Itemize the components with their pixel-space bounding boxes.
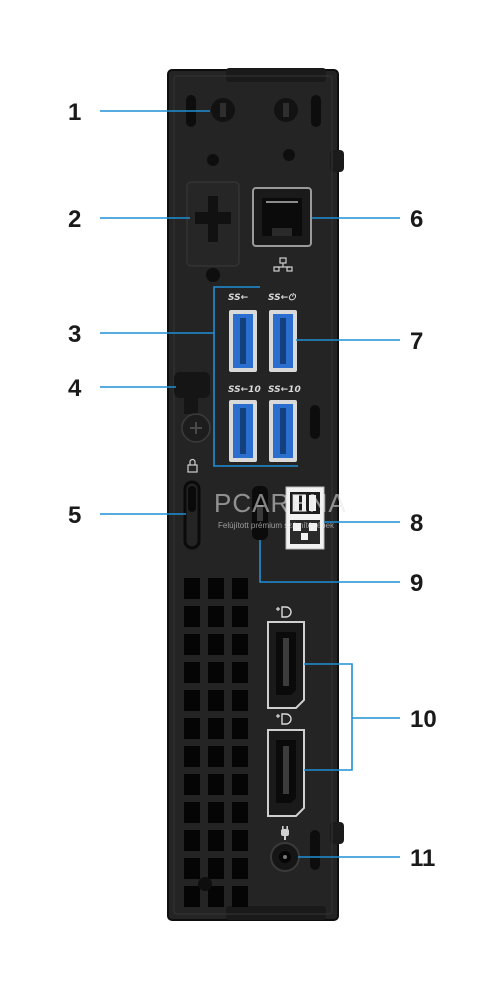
callout-5: 5: [68, 502, 81, 529]
cable-tie-holder: [174, 372, 211, 443]
leader-bracket-3: [213, 286, 298, 467]
antenna-connector-2: [274, 98, 298, 122]
callout-11: 11: [410, 845, 435, 872]
usb-label-top-right: SS←⏻: [268, 292, 297, 303]
vent-hole: [184, 830, 200, 851]
vent-hole: [232, 830, 248, 851]
vent-hole: [232, 634, 248, 655]
usb-label-top-left: SS←: [228, 293, 249, 303]
service-tag-label: [285, 486, 325, 550]
watermark: PCARENA Felújított prémium számítógépek: [214, 488, 347, 530]
vent-hole: [232, 690, 248, 711]
vent-hole: [184, 690, 200, 711]
watermark-tagline: Felújított prémium számítógépek: [218, 521, 335, 530]
vent-hole: [184, 662, 200, 683]
vent-hole: [232, 746, 248, 767]
rj45-network-port: [252, 187, 312, 247]
antenna-connector-1: [211, 98, 235, 122]
vent-hole: [232, 886, 248, 907]
vent-hole: [208, 830, 224, 851]
vent-hole: [208, 634, 224, 655]
vent-hole: [208, 718, 224, 739]
vent-hole: [184, 858, 200, 879]
displayport-2: [267, 729, 305, 817]
vent-hole: [208, 690, 224, 711]
vent-slot: [310, 830, 320, 870]
leader-line-9: [259, 540, 400, 583]
vent-hole: [232, 718, 248, 739]
callout-4: 4: [68, 375, 82, 402]
vent-grid: [184, 578, 248, 907]
power-connector: [270, 842, 300, 872]
vent-hole: [208, 578, 224, 599]
vent-hole: [232, 858, 248, 879]
usb3-port: [229, 310, 257, 372]
callout-10: 10: [410, 706, 437, 733]
power-plug-icon: [281, 826, 289, 840]
wedge-lock-slot: [252, 486, 268, 540]
vent-hole: [232, 578, 248, 599]
vent-hole: [208, 774, 224, 795]
usb-label-bottom-right: SS←10: [268, 385, 301, 395]
vent-hole: [184, 634, 200, 655]
callout-1: 1: [68, 99, 81, 126]
callout-6: 6: [410, 206, 423, 233]
usb-label-bottom-left: SS←10: [228, 385, 261, 395]
vent-hole: [208, 802, 224, 823]
callout-3: 3: [68, 321, 81, 348]
displayport-1: [267, 621, 305, 709]
vent-hole: [184, 606, 200, 627]
displayport-icon: [276, 606, 292, 618]
vent-hole: [232, 774, 248, 795]
vent-hole: [232, 802, 248, 823]
usb3-port-powershare: [269, 310, 297, 372]
usb3-port: [229, 400, 257, 462]
vent-hole: [232, 662, 248, 683]
vent-hole: [208, 606, 224, 627]
callout-7: 7: [410, 328, 423, 355]
usb3-port: [269, 400, 297, 462]
callout-9: 9: [410, 570, 423, 597]
vent-hole: [184, 718, 200, 739]
screw-hole: [283, 149, 295, 161]
screw-hole: [198, 877, 212, 891]
leader-lines: [100, 110, 400, 858]
vent-hole: [208, 858, 224, 879]
vent-hole: [184, 802, 200, 823]
vent-hole: [232, 606, 248, 627]
vent-hole: [208, 886, 224, 907]
callout-8: 8: [410, 510, 423, 537]
vent-hole: [208, 662, 224, 683]
vent-hole: [184, 746, 200, 767]
screw-hole: [207, 154, 219, 166]
padlock-ring: [183, 480, 201, 550]
vent-hole: [184, 578, 200, 599]
optional-port-cover: [186, 181, 240, 282]
vent-hole: [208, 746, 224, 767]
padlock-icon: [187, 458, 198, 473]
vent-hole: [184, 774, 200, 795]
watermark-brand: PCARENA: [214, 488, 347, 518]
leader-bracket-10: [304, 663, 353, 771]
callout-2: 2: [68, 206, 81, 233]
displayport-icon: [276, 713, 292, 725]
vent-hole: [184, 886, 200, 907]
vent-slot: [310, 405, 320, 439]
network-icon: [273, 257, 293, 272]
